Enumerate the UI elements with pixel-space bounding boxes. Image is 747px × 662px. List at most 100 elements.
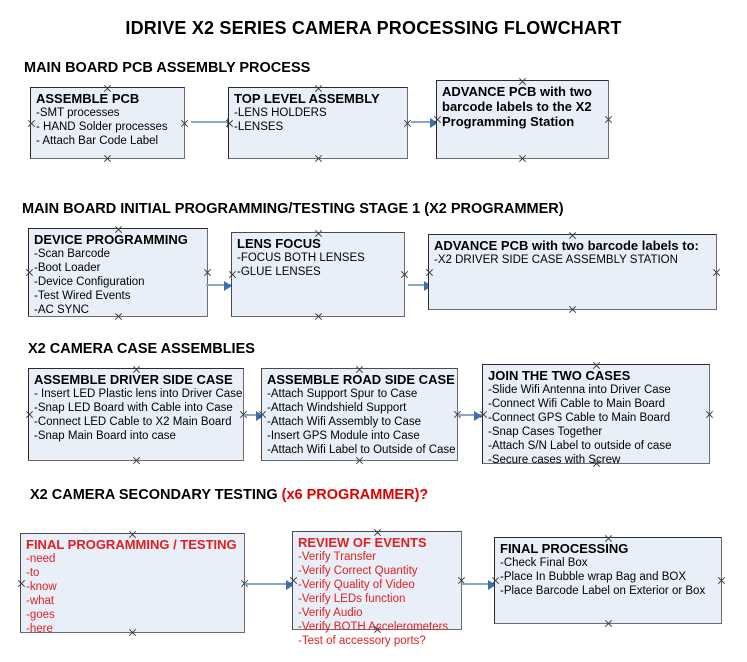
resize-handle-right[interactable] [705, 410, 714, 419]
node-line: - HAND Solder processes [36, 121, 168, 133]
resize-handle-left[interactable] [425, 268, 434, 277]
node-assemble-pcb[interactable]: ASSEMBLE PCB -SMT processes - HAND Solde… [30, 87, 185, 159]
resize-handle-bottom[interactable] [132, 456, 141, 465]
connector-line [245, 583, 292, 585]
node-header: DEVICE PROGRAMMING [34, 232, 188, 247]
node-assemble-driver-side-case[interactable]: ASSEMBLE DRIVER SIDE CASE - Insert LED P… [28, 368, 244, 461]
node-line: -Boot Loader [34, 262, 101, 274]
node-header: JOIN THE TWO CASES [488, 368, 631, 383]
resize-handle-left[interactable] [228, 270, 237, 279]
connector-line [191, 121, 233, 123]
node-advance-pcb-to-driver-side-case[interactable]: ADVANCE PCB with two barcode labels to: … [428, 234, 717, 310]
section-heading-x2-camera-case-assemblies: X2 CAMERA CASE ASSEMBLIES [28, 341, 255, 357]
resize-handle-right[interactable] [712, 268, 721, 277]
node-line: -Verify Quality of Video [298, 579, 415, 591]
node-line: -Insert GPS Module into Case [267, 430, 420, 442]
resize-handle-left[interactable] [25, 410, 34, 419]
resize-handle-right[interactable] [604, 115, 613, 124]
connector-line [206, 284, 232, 286]
node-line: -AC SYNC [34, 304, 89, 316]
section-heading-x2-camera-secondary-testing: X2 CAMERA SECONDARY TESTING (x6 PROGRAMM… [30, 487, 428, 503]
connector-arrowhead [256, 411, 264, 421]
node-header: FINAL PROCESSING [500, 541, 629, 556]
node-final-programming-testing[interactable]: FINAL PROGRAMMING / TESTING -need -to -k… [17, 533, 245, 635]
node-line: -Snap Cases Together [488, 426, 603, 438]
node-header: ASSEMBLE ROAD SIDE CASE [267, 372, 455, 387]
resize-handle-bottom[interactable] [518, 154, 527, 163]
node-line: -Place In Bubble wrap Bag and BOX [500, 571, 687, 583]
connector-arrowhead [430, 118, 438, 128]
node-line: -GLUE LENSES [237, 266, 321, 278]
section-heading-main-board-pcb-assembly: MAIN BOARD PCB ASSEMBLY PROCESS [24, 60, 310, 76]
node-line: -Attach Support Spur to Case [267, 388, 418, 400]
resize-handle-bottom[interactable] [568, 305, 577, 314]
section-heading-text: X2 CAMERA SECONDARY TESTING [30, 487, 282, 503]
node-lens-focus[interactable]: LENS FOCUS -FOCUS BOTH LENSES -GLUE LENS… [231, 232, 405, 317]
node-line: -Connect GPS Cable to Main Board [488, 412, 671, 424]
node-device-programming[interactable]: DEVICE PROGRAMMING -Scan Barcode -Boot L… [28, 228, 208, 317]
section-heading-text: MAIN BOARD INITIAL PROGRAMMING/TESTING S… [22, 201, 564, 217]
resize-handle-right[interactable] [203, 268, 212, 277]
node-join-the-two-cases[interactable]: JOIN THE TWO CASES -Slide Wifi Antenna i… [482, 364, 710, 466]
node-line: -Device Configuration [34, 276, 145, 288]
resize-handle-left[interactable] [27, 119, 36, 128]
node-line: -Verify Transfer [298, 551, 376, 563]
node-line: -Scan Barcode [34, 248, 111, 260]
resize-handle-right[interactable] [180, 119, 189, 128]
node-line: -Verify Correct Quantity [298, 565, 418, 577]
section-heading-text: MAIN BOARD PCB ASSEMBLY PROCESS [24, 60, 311, 76]
node-line: -to [26, 567, 40, 579]
connector-arrowhead [286, 580, 294, 590]
resize-handle-bottom[interactable] [103, 154, 112, 163]
node-line: -Attach Wifi Assembly to Case [267, 416, 422, 428]
node-final-processing[interactable]: FINAL PROCESSING -Check Final Box -Place… [494, 537, 722, 624]
connector-line [458, 414, 482, 416]
resize-handle-right[interactable] [403, 119, 412, 128]
resize-handle-left[interactable] [225, 119, 234, 128]
node-header: FINAL PROGRAMMING / TESTING [26, 537, 237, 552]
node-line: - Insert LED Plastic lens into Driver Ca… [34, 388, 243, 400]
resize-handle-bottom[interactable] [314, 154, 323, 163]
node-line: -what [26, 595, 55, 607]
resize-handle-bottom[interactable] [604, 619, 613, 628]
node-header: REVIEW OF EVENTS [298, 535, 427, 550]
resize-handle-left[interactable] [25, 268, 34, 277]
page-title: IDRIVE X2 SERIES CAMERA PROCESSING FLOWC… [125, 18, 622, 38]
node-review-of-events[interactable]: REVIEW OF EVENTS -Verify Transfer -Verif… [292, 531, 462, 647]
connector-line [462, 583, 496, 585]
node-line: -Place Barcode Label on Exterior or Box [500, 585, 706, 597]
node-advance-pcb-to-x2-programming-station[interactable]: ADVANCE PCB with two barcode labels to t… [436, 80, 609, 159]
node-assemble-road-side-case[interactable]: ASSEMBLE ROAD SIDE CASE -Attach Support … [261, 368, 458, 461]
resize-handle-bottom[interactable] [314, 312, 323, 321]
section-heading-accent: (x6 PROGRAMMER)? [281, 487, 429, 503]
node-line: -Test Wired Events [34, 290, 131, 302]
connector-line [411, 121, 437, 123]
resize-handle-right[interactable] [717, 576, 726, 585]
connector-arrowhead [474, 411, 482, 421]
resize-handle-right[interactable] [400, 270, 409, 279]
node-header: LENS FOCUS [237, 236, 321, 251]
connector-arrowhead [224, 281, 232, 291]
node-line: -Verify Audio [298, 607, 363, 619]
node-line: -FOCUS BOTH LENSES [237, 252, 365, 264]
node-line: -Connect LED Cable to X2 Main Board [34, 416, 232, 428]
node-header: ASSEMBLE DRIVER SIDE CASE [34, 372, 233, 387]
node-header: TOP LEVEL ASSEMBLY [234, 91, 380, 106]
node-line: -Slide Wifi Antenna into Driver Case [488, 384, 671, 396]
node-line: -Check Final Box [500, 557, 588, 569]
node-line: - Attach Bar Code Label [36, 135, 159, 147]
section-heading-text: X2 CAMERA CASE ASSEMBLIES [28, 341, 255, 357]
node-line: -Connect Wifi Cable to Main Board [488, 398, 666, 410]
node-top-level-assembly[interactable]: TOP LEVEL ASSEMBLY -LENS HOLDERS -LENSES [228, 87, 408, 159]
node-line: -X2 DRIVER SIDE CASE ASSEMBLY STATION [434, 254, 678, 266]
node-header: ASSEMBLE PCB [36, 91, 140, 106]
resize-handle-left[interactable] [17, 579, 26, 588]
node-line: -Attach Wifi Label to Outside of Case [267, 444, 456, 456]
node-header: ADVANCE PCB with two barcode labels to t… [442, 84, 592, 129]
node-line-overflow: -Test of accessory ports? [298, 635, 426, 647]
connector-line [244, 414, 264, 416]
node-line: -Secure cases with Screw [488, 454, 621, 466]
node-line: -need [26, 553, 56, 565]
node-line: -LENSES [234, 121, 284, 133]
